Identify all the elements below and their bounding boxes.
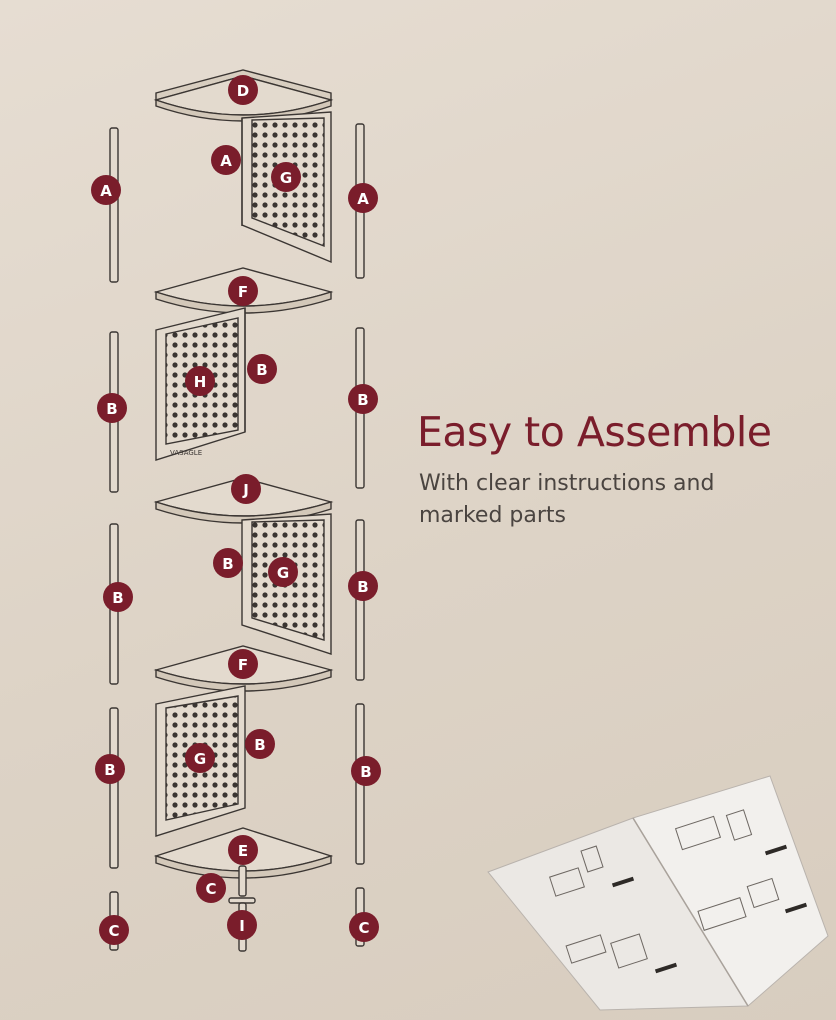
label-b: B [95, 754, 125, 784]
svg-text:G: G [194, 750, 206, 768]
label-b: B [103, 582, 133, 612]
label-d: D [228, 75, 258, 105]
instruction-booklet [487, 775, 829, 1011]
svg-text:B: B [360, 763, 371, 781]
headline: Easy to Assemble [417, 408, 772, 456]
label-b: B [247, 354, 277, 384]
label-f: F [228, 276, 258, 306]
label-a: A [211, 145, 241, 175]
svg-text:D: D [237, 82, 249, 100]
svg-text:C: C [205, 880, 216, 898]
svg-text:A: A [220, 152, 232, 170]
svg-text:B: B [357, 391, 368, 409]
label-b: B [213, 548, 243, 578]
label-h: H [185, 366, 215, 396]
part-labels: D A G A A F H B B B J B G B B F G B B B … [91, 75, 381, 945]
svg-text:C: C [358, 919, 369, 937]
svg-text:J: J [242, 481, 249, 499]
label-c: C [349, 912, 379, 942]
brand-mark: VASAGLE [170, 449, 202, 457]
svg-text:B: B [104, 761, 115, 779]
svg-text:A: A [357, 190, 369, 208]
svg-text:B: B [256, 361, 267, 379]
svg-text:F: F [238, 283, 248, 301]
label-g: G [271, 162, 301, 192]
label-e: E [228, 835, 258, 865]
svg-text:B: B [112, 589, 123, 607]
label-i: I [227, 910, 257, 940]
label-c: C [196, 873, 226, 903]
label-j: J [231, 474, 261, 504]
label-g: G [268, 557, 298, 587]
label-b: B [97, 393, 127, 423]
svg-text:E: E [238, 842, 248, 860]
svg-text:B: B [106, 400, 117, 418]
label-b: B [348, 384, 378, 414]
label-b: B [245, 729, 275, 759]
label-b: B [351, 756, 381, 786]
svg-text:A: A [100, 182, 112, 200]
label-a: A [91, 175, 121, 205]
svg-text:G: G [277, 564, 289, 582]
svg-text:B: B [222, 555, 233, 573]
svg-text:C: C [108, 922, 119, 940]
label-a: A [348, 183, 378, 213]
label-c: C [99, 915, 129, 945]
svg-text:H: H [194, 373, 207, 391]
pole-b-left-3 [109, 707, 119, 869]
svg-text:B: B [254, 736, 265, 754]
subheadline: With clear instructions and marked parts [419, 471, 715, 528]
svg-text:I: I [239, 917, 245, 935]
svg-text:B: B [357, 578, 368, 596]
connector-c-center [238, 865, 247, 897]
label-f: F [228, 649, 258, 679]
label-g: G [185, 743, 215, 773]
svg-text:G: G [280, 169, 292, 187]
pole-a-left [109, 127, 119, 283]
label-b: B [348, 571, 378, 601]
svg-text:F: F [238, 656, 248, 674]
